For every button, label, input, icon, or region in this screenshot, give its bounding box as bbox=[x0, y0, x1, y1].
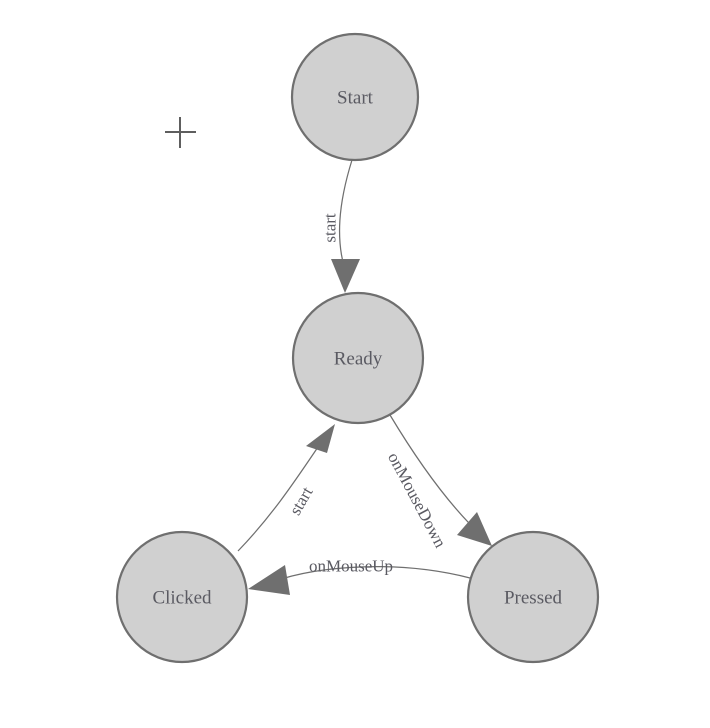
edge-ready-to-pressed-arrowhead bbox=[457, 512, 492, 546]
node-start-circle[interactable] bbox=[290, 32, 420, 162]
node-ready-label: Ready bbox=[334, 349, 383, 370]
node-clicked-circle[interactable] bbox=[115, 530, 249, 664]
edge-label-start-to-ready: start bbox=[321, 213, 340, 243]
node-pressed[interactable]: Pressed bbox=[466, 530, 600, 664]
edge-pressed-to-clicked-path[interactable] bbox=[271, 566, 471, 583]
crosshair-icon[interactable] bbox=[165, 117, 196, 148]
edge-pressed-to-clicked-arrowhead bbox=[248, 565, 290, 595]
node-pressed-circle[interactable] bbox=[466, 530, 600, 664]
edge-start-to-ready-path[interactable] bbox=[338, 159, 353, 271]
node-clicked[interactable]: Clicked bbox=[115, 530, 249, 664]
edge-pressed-to-clicked[interactable]: onMouseUp bbox=[248, 557, 471, 596]
edge-start-to-ready-arrowhead bbox=[331, 259, 360, 293]
edge-label-ready-to-pressed: onMouseDown bbox=[384, 449, 450, 551]
node-clicked-label: Clicked bbox=[152, 588, 212, 609]
node-ready-circle[interactable] bbox=[291, 291, 425, 425]
edge-ready-to-pressed[interactable]: onMouseDown bbox=[384, 414, 492, 551]
edge-label-pressed-to-clicked: onMouseUp bbox=[309, 557, 393, 576]
edge-clicked-to-ready-path[interactable] bbox=[237, 446, 319, 552]
node-start[interactable]: Start bbox=[290, 32, 420, 162]
node-start-label: Start bbox=[337, 88, 374, 109]
edge-clicked-to-ready-arrowhead bbox=[306, 424, 335, 453]
edge-label-clicked-to-ready: start bbox=[285, 483, 316, 518]
edge-clicked-to-ready[interactable]: start bbox=[237, 424, 335, 552]
node-ready[interactable]: Ready bbox=[291, 291, 425, 425]
node-pressed-label: Pressed bbox=[504, 588, 563, 609]
edge-start-to-ready[interactable]: start bbox=[321, 159, 361, 293]
